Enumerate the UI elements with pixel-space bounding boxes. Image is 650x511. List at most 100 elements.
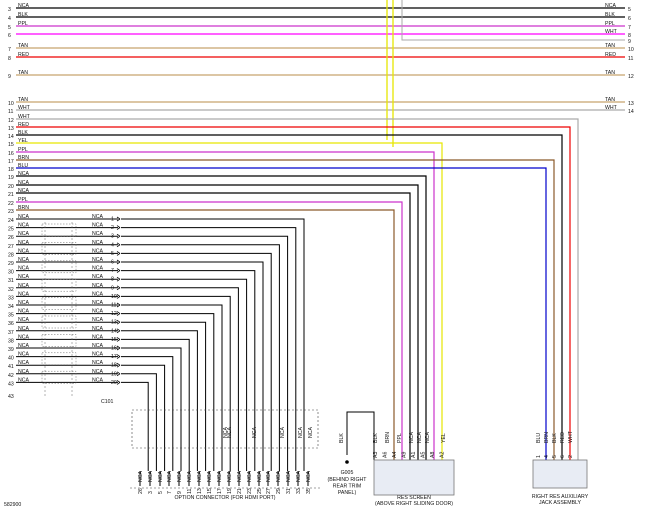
- row-pin-number: 39: [8, 347, 14, 353]
- right-pin-number: 5: [628, 7, 631, 13]
- left-pin-number: 11: [8, 109, 13, 115]
- res-screen-location: (ABOVE RIGHT SLIDING DOOR): [375, 501, 453, 507]
- row-wire-color: NCA: [18, 352, 29, 358]
- option-wire-label: NCA: [237, 471, 243, 482]
- left-wire-color: NCA: [18, 171, 29, 177]
- option-wire-label: NCA: [227, 471, 233, 482]
- connector-mark: [116, 233, 121, 237]
- left-wire-color: PPL: [18, 147, 28, 153]
- left-wire-color: NCA: [18, 188, 29, 194]
- row-wire-color: NCA: [92, 291, 103, 297]
- left-wire-color: WHT: [18, 105, 31, 111]
- left-pin-number: 4: [8, 16, 11, 22]
- left-pin-number: 8: [8, 56, 11, 62]
- left-pin-number: 5: [8, 25, 11, 31]
- harness-wire: [16, 184, 419, 460]
- row-wire-color: NCA: [18, 326, 29, 332]
- left-pin-number: 10: [8, 101, 14, 107]
- connector-mark: [116, 285, 121, 289]
- connector-mark: [116, 216, 121, 220]
- connector-mark: [116, 251, 121, 254]
- ground-id: G005: [341, 470, 354, 476]
- left-wire-color: PPL: [18, 21, 28, 27]
- option-top-label: NCA: [223, 427, 229, 438]
- option-pin-number: 15: [207, 488, 213, 494]
- res-screen-pin: A8: [430, 452, 436, 458]
- right-wire-color: NCA: [605, 3, 616, 9]
- connector-pin-number: 19: [111, 371, 117, 377]
- connector-mark: [116, 311, 121, 314]
- option-wire-label: NCA: [187, 471, 193, 482]
- connector-mark: [116, 371, 121, 375]
- row-wire-color: NCA: [18, 377, 29, 383]
- right-pin-number: 9: [628, 39, 631, 45]
- harness-wire: [121, 330, 198, 471]
- right-wire-color: PPL: [605, 21, 615, 27]
- harness-wire: [121, 261, 264, 471]
- row-pin-number: 37: [8, 330, 14, 336]
- harness-wire: [16, 142, 443, 460]
- left-wire-color: YEL: [18, 138, 28, 144]
- option-pin-number: 21: [237, 488, 243, 494]
- row-wire-color: NCA: [18, 248, 29, 254]
- connector-pin-number: 3: [111, 234, 114, 240]
- connector-mark: [116, 278, 121, 282]
- row-wire-color: NCA: [92, 300, 103, 306]
- harness-wire: [121, 347, 182, 471]
- connector-pin-number: 13: [111, 320, 117, 326]
- connector-mark: [116, 244, 121, 248]
- connector-mark: [116, 339, 121, 342]
- row-pin-number: 24: [8, 218, 14, 224]
- row-wire-color: NCA: [18, 369, 29, 375]
- connector-mark: [116, 235, 121, 239]
- harness-wire: [121, 227, 297, 471]
- left-wire-color: NCA: [18, 3, 29, 9]
- harness-wire: [121, 381, 149, 471]
- left-pin-number: 15: [8, 142, 14, 148]
- res-screen-pin: A4: [392, 452, 398, 458]
- left-wire-color: TAN: [18, 70, 28, 76]
- left-wire-color: TAN: [18, 97, 28, 103]
- row-wire-color: NCA: [92, 369, 103, 375]
- shield-box: [41, 334, 77, 347]
- row-wire-color: NCA: [18, 214, 29, 220]
- jack-subtitle: JACK ASSEMBLY: [539, 500, 582, 506]
- row-wire-color: NCA: [92, 377, 103, 383]
- harness-wire: [121, 287, 239, 471]
- res-screen-wire-label: NCA: [417, 432, 423, 443]
- row-wire-color: NCA: [92, 343, 103, 349]
- option-pin-number: 35: [306, 488, 312, 494]
- left-wire-color: NCA: [18, 180, 29, 186]
- row-wire-color: NCA: [92, 309, 103, 315]
- option-pin-number: 11: [187, 489, 193, 494]
- option-wire-label: NCA: [247, 471, 253, 482]
- option-pin-number: 13: [197, 488, 203, 494]
- connector-mark: [116, 227, 121, 230]
- row-pin-number: 31: [8, 278, 14, 284]
- connector-mark: [116, 253, 121, 256]
- ground-wire-label: BLK: [339, 433, 345, 443]
- jack-wire-label: BLK: [552, 433, 558, 443]
- connector-mark: [116, 270, 121, 273]
- ground-wire: [346, 411, 375, 460]
- harness-wire: [121, 321, 207, 471]
- row-pin-number: 36: [8, 321, 14, 327]
- connector-pin-number: 1: [111, 217, 114, 223]
- connector-mark: [116, 287, 121, 291]
- row-wire-color: NCA: [18, 360, 29, 366]
- option-wire-label: NCA: [266, 471, 272, 482]
- jack-pin: 1: [536, 455, 542, 458]
- res-screen-wire-label: BRN: [385, 432, 391, 443]
- connector-pin-number: 2: [111, 225, 114, 231]
- res-screen-title: RES SCREEN: [397, 495, 431, 501]
- row-pin-number: 25: [8, 227, 14, 233]
- left-pin-number: 21: [8, 192, 14, 198]
- connector-mark: [116, 364, 121, 368]
- connector-mark: [116, 225, 121, 228]
- option-wire-label: NCA: [158, 471, 164, 482]
- jack-pin: 6: [560, 455, 566, 458]
- connector-mark: [116, 296, 121, 299]
- res-screen-pin: A1: [411, 452, 417, 458]
- row-pin-number: 40: [8, 356, 14, 362]
- row-pin-number: 43: [8, 394, 14, 400]
